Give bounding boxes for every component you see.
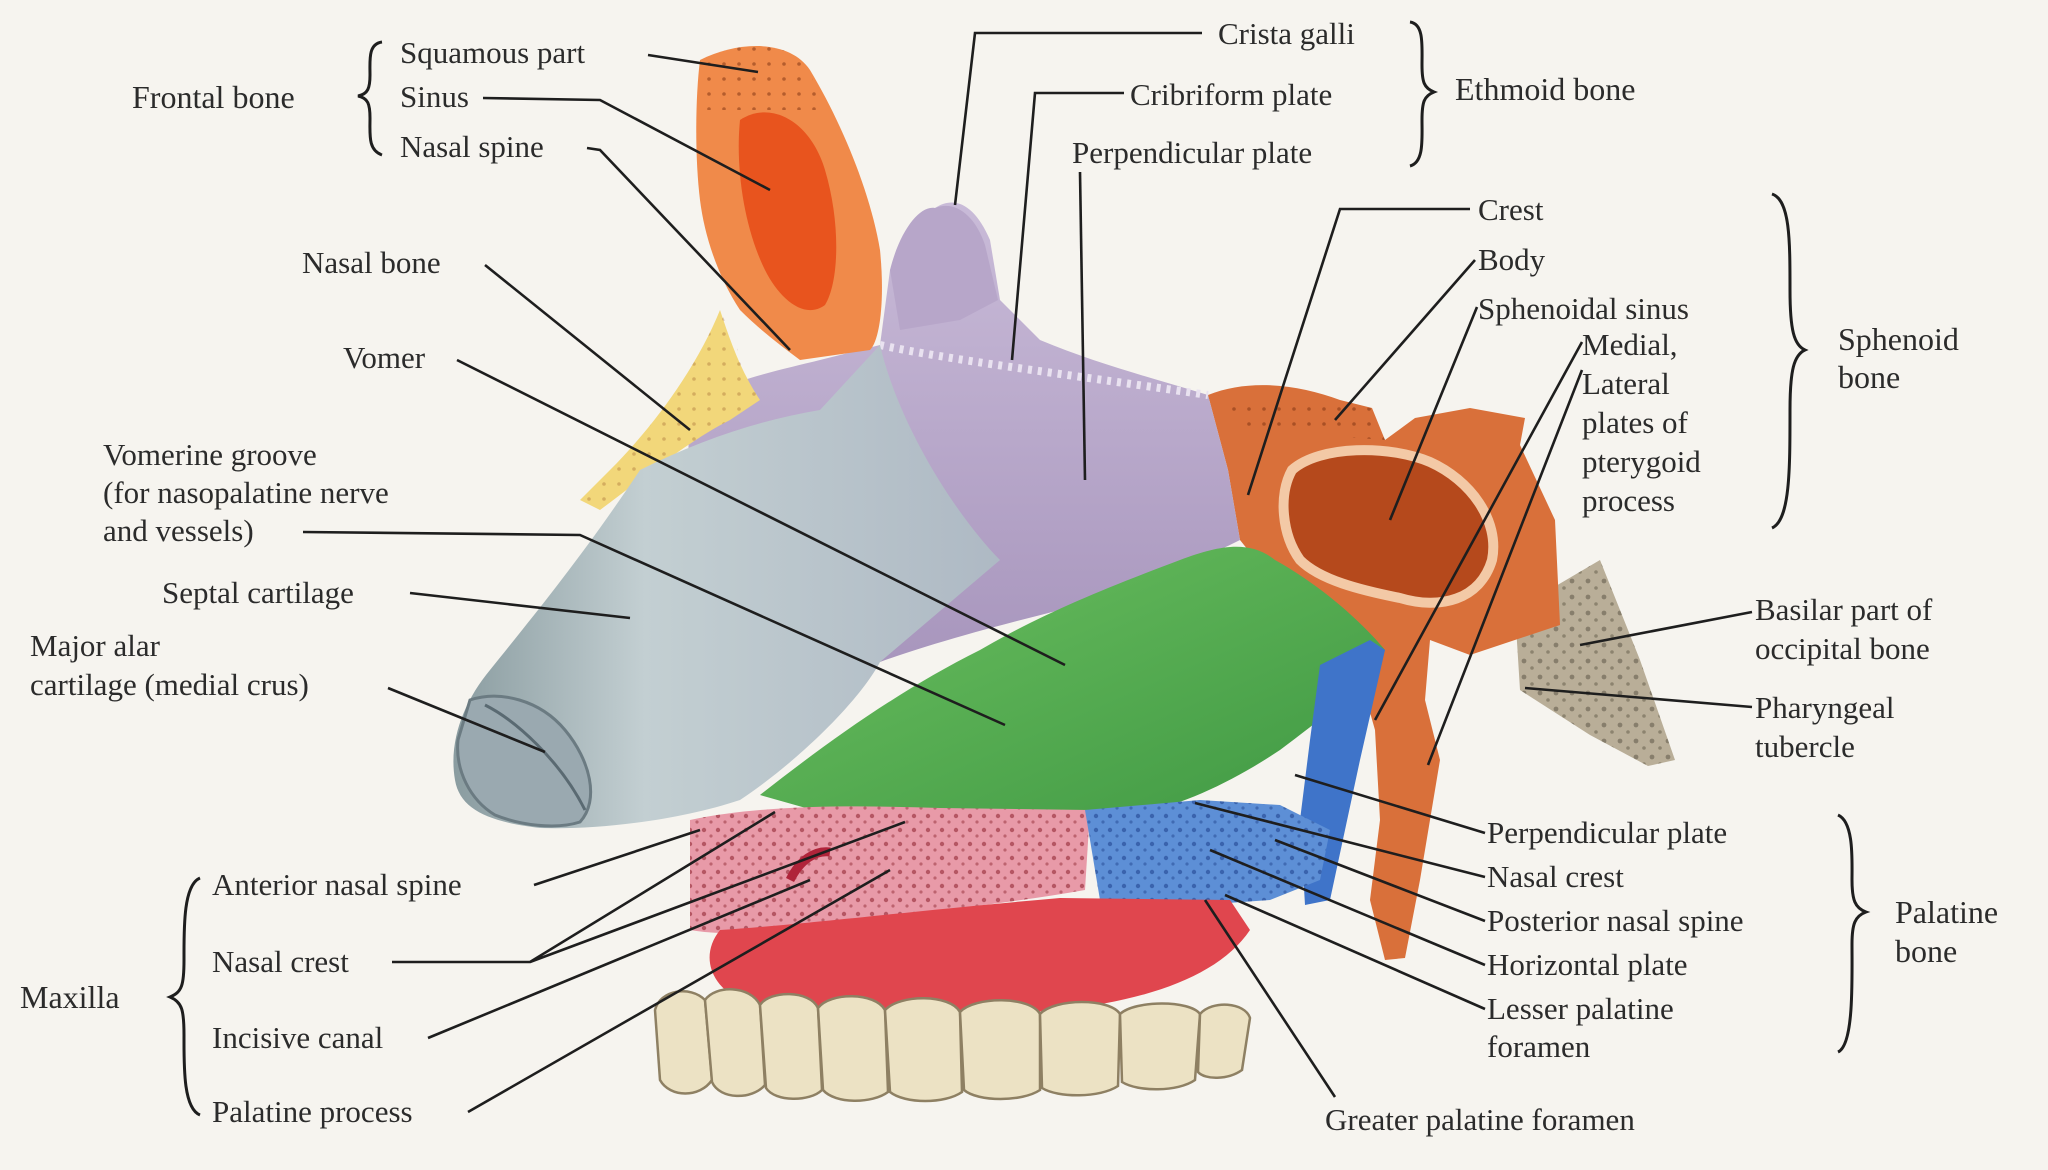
tooth: [758, 992, 824, 1100]
leader-pterygoid-medial: [1373, 341, 1584, 721]
tooth: [703, 988, 767, 1098]
label-nasal-spine: Nasal spine: [400, 129, 544, 164]
group-labels: Frontal bone Ethmoid bone Sphenoid bone …: [20, 71, 2006, 1015]
leader-perpendicular-plate-ethmoid: [1078, 171, 1087, 481]
label-nasal-crest-maxilla: Nasal crest: [212, 944, 349, 979]
leader-basilar-part: [1579, 610, 1753, 647]
leader-crista-galli: [953, 31, 1202, 206]
braces: [166, 20, 1871, 1117]
structure-labels: Squamous part Sinus Nasal spine Crista g…: [30, 16, 1940, 1137]
leader-crest: [1246, 207, 1470, 496]
group-label-maxilla: Maxilla: [20, 979, 120, 1015]
brace-sphenoid: [1771, 192, 1809, 530]
label-vomerine-groove: Vomerine groove (for nasopalatine nerve …: [103, 437, 397, 548]
tooth: [1118, 1002, 1202, 1091]
label-body: Body: [1478, 242, 1546, 277]
septal-cartilage-shape: [453, 345, 1000, 829]
label-anterior-nasal-spine: Anterior nasal spine: [212, 867, 462, 902]
sphenoidal-sinus-shape: [1278, 445, 1499, 608]
palate-mucosa-shape: [709, 898, 1250, 1016]
label-nasal-crest-palatine: Nasal crest: [1487, 859, 1624, 894]
brace-ethmoid: [1409, 20, 1439, 168]
brace-maxilla: [166, 876, 201, 1117]
vomer-shape: [760, 546, 1385, 820]
group-label-sphenoid-bone: Sphenoid bone: [1838, 321, 1967, 395]
leader-nasal-crest-maxilla: [392, 810, 906, 964]
label-perpendicular-plate-ethmoid: Perpendicular plate: [1072, 135, 1312, 170]
brace-palatine: [1837, 813, 1871, 1054]
label-vomer: Vomer: [343, 340, 426, 375]
leader-palatine-process: [467, 868, 891, 1114]
leader-horizontal-plate: [1209, 848, 1486, 967]
label-sphenoidal-sinus: Sphenoidal sinus: [1478, 291, 1689, 326]
leader-lines: [302, 31, 1753, 1114]
leader-posterior-nasal-spine: [1274, 838, 1486, 923]
tooth: [1038, 1000, 1122, 1097]
label-pterygoid-plates: Medial, Lateral plates of pterygoid proc…: [1582, 327, 1709, 518]
leader-greater-palatine-foramen: [1203, 899, 1337, 1098]
leader-lesser-palatine-foramen: [1224, 893, 1486, 1011]
label-perpendicular-plate-palatine: Perpendicular plate: [1487, 815, 1727, 850]
label-squamous-part: Squamous part: [400, 35, 586, 70]
label-lesser-palatine-foramen: Lesser palatine foramen: [1487, 991, 1682, 1064]
tooth: [958, 999, 1042, 1101]
label-horizontal-plate: Horizontal plate: [1487, 947, 1688, 982]
leader-septal-cartilage: [409, 591, 631, 620]
label-pharyngeal-tubercle: Pharyngeal tubercle: [1755, 690, 1902, 764]
cribriform-plate-shape: [879, 341, 1209, 399]
label-sinus: Sinus: [400, 79, 469, 114]
leader-nasal-bone: [484, 263, 691, 432]
tooth: [883, 997, 964, 1103]
label-greater-palatine-foramen: Greater palatine foramen: [1325, 1102, 1635, 1137]
label-palatine-process: Palatine process: [212, 1094, 413, 1129]
leader-cribriform-plate: [1010, 91, 1124, 361]
label-major-alar-cartilage: Major alar cartilage (medial crus): [30, 628, 309, 702]
leader-anterior-nasal-spine: [533, 828, 701, 887]
leader-vomerine-groove: [302, 530, 1006, 727]
leader-major-alar-cartilage: [387, 686, 546, 754]
label-nasal-bone: Nasal bone: [302, 245, 441, 280]
label-septal-cartilage: Septal cartilage: [162, 575, 354, 610]
leader-sinus: [482, 96, 771, 192]
leader-nasal-spine: [586, 146, 791, 351]
leader-pharyngeal-tubercle: [1524, 686, 1753, 709]
leader-body: [1334, 259, 1476, 421]
leader-perpendicular-plate-palatine: [1294, 773, 1486, 835]
label-crista-galli: Crista galli: [1218, 16, 1355, 51]
leader-pterygoid-lateral: [1426, 369, 1584, 766]
tooth: [816, 995, 890, 1102]
tooth: [653, 990, 714, 1095]
leader-nasal-crest-palatine: [1194, 801, 1486, 879]
label-crest: Crest: [1478, 192, 1544, 227]
leader-sphenoidal-sinus: [1388, 306, 1479, 521]
anatomy-illustration: [453, 46, 1675, 1103]
leader-incisive-canal: [427, 878, 811, 1040]
group-label-frontal-bone: Frontal bone: [132, 79, 295, 115]
brace-frontal: [357, 40, 383, 157]
leader-vomer: [456, 358, 1066, 667]
label-cribriform-plate: Cribriform plate: [1130, 77, 1332, 112]
group-label-ethmoid-bone: Ethmoid bone: [1455, 71, 1635, 107]
teeth-row: [653, 988, 1252, 1103]
crista-galli-shape: [890, 205, 998, 330]
label-basilar-part: Basilar part of occipital bone: [1755, 592, 1940, 666]
tooth: [1196, 1003, 1252, 1079]
group-label-palatine-bone: Palatine bone: [1895, 894, 2006, 969]
frontal-sinus-shape: [738, 112, 837, 311]
label-posterior-nasal-spine: Posterior nasal spine: [1487, 903, 1744, 938]
leader-squamous-part: [647, 53, 759, 74]
label-incisive-canal: Incisive canal: [212, 1020, 383, 1055]
